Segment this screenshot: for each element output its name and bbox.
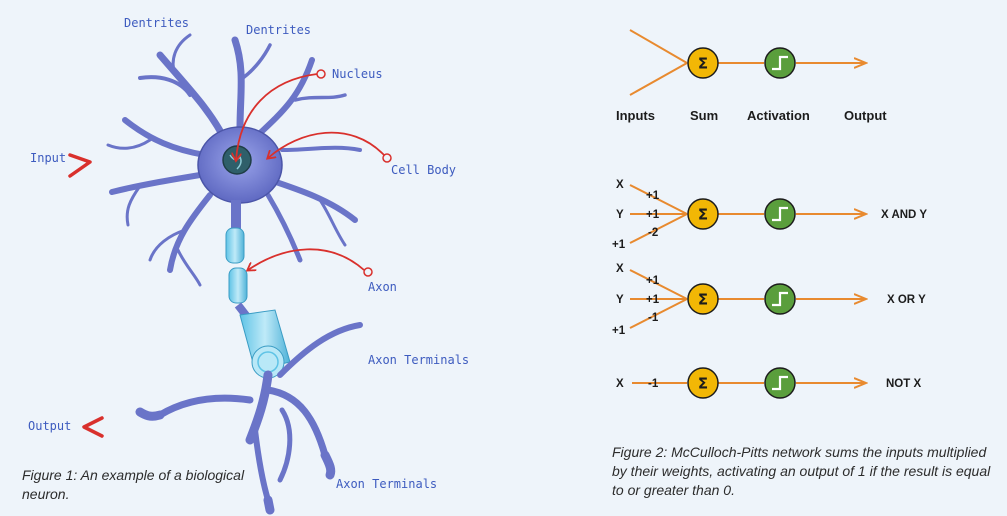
gate-weight: -1 [648,312,659,324]
label-axon-terminals-2: Axon Terminals [336,477,437,491]
sum-node [687,283,719,315]
gate-output: X AND Y [881,209,927,221]
label-axon: Axon [368,280,397,294]
gate-output: X OR Y [887,294,926,306]
gate-or: Σ X Y +1 +1 +1 -1 X OR Y [612,263,926,337]
label-output: Output [28,419,71,433]
sum-symbol: Σ [698,55,708,73]
output-chevron-icon [82,416,104,438]
header-sum: Sum [690,108,718,123]
input-chevron-icon [68,153,92,178]
gate-output: NOT X [886,378,921,390]
gate-input: X [616,378,624,390]
label-nucleus: Nucleus [332,67,383,81]
gate-input: +1 [612,325,626,337]
header-output: Output [844,108,887,123]
schematic-row: Σ [629,29,866,96]
step-function-icon [772,55,788,71]
gate-input: X [616,179,624,191]
neuron-annotation-arrows [68,69,392,438]
figure-1-caption: Figure 1: An example of a biological neu… [22,467,245,502]
step-function-icon [772,291,788,307]
figure-2-caption: Figure 2: McCulloch-Pitts network sums t… [612,444,991,498]
neuron-illustration [106,33,363,515]
cell-body-pointer [268,131,385,158]
gate-weight: +1 [646,190,660,202]
gate-input: Y [616,294,624,306]
label-cell-body: Cell Body [391,163,456,177]
sum-node [687,367,719,399]
gate-weight: +1 [646,209,660,221]
gate-input: X [616,263,624,275]
dendrite-branches [106,33,362,287]
header-inputs: Inputs [616,108,655,123]
axon-pointer [248,248,365,270]
sum-node [687,47,719,79]
step-function-icon [772,206,788,222]
sum-node [687,198,719,230]
step-function-icon [772,375,788,391]
sum-symbol: Σ [698,291,708,309]
myelin-sheath [225,227,245,264]
header-activation: Activation [747,108,810,123]
gate-and: Σ X Y +1 +1 +1 -2 X AND Y [612,179,927,251]
gate-input: +1 [612,239,626,251]
nucleus-pointer [236,73,318,160]
gate-weight: -2 [648,227,658,239]
axon-terminal-branches [135,322,363,515]
sum-symbol: Σ [698,375,708,393]
gate-weight: +1 [646,275,660,287]
label-axon-terminals-1: Axon Terminals [368,353,469,367]
myelin-sheath [228,267,248,304]
gate-weight: -1 [648,378,659,390]
gate-not: Σ X -1 NOT X [616,367,921,399]
sum-symbol: Σ [698,206,708,224]
label-dendrites-1: Dentrites [124,16,189,30]
label-dendrites-2: Dentrites [246,23,311,37]
label-input: Input [30,151,66,165]
gate-weight: +1 [646,294,660,306]
gate-input: Y [616,209,624,221]
